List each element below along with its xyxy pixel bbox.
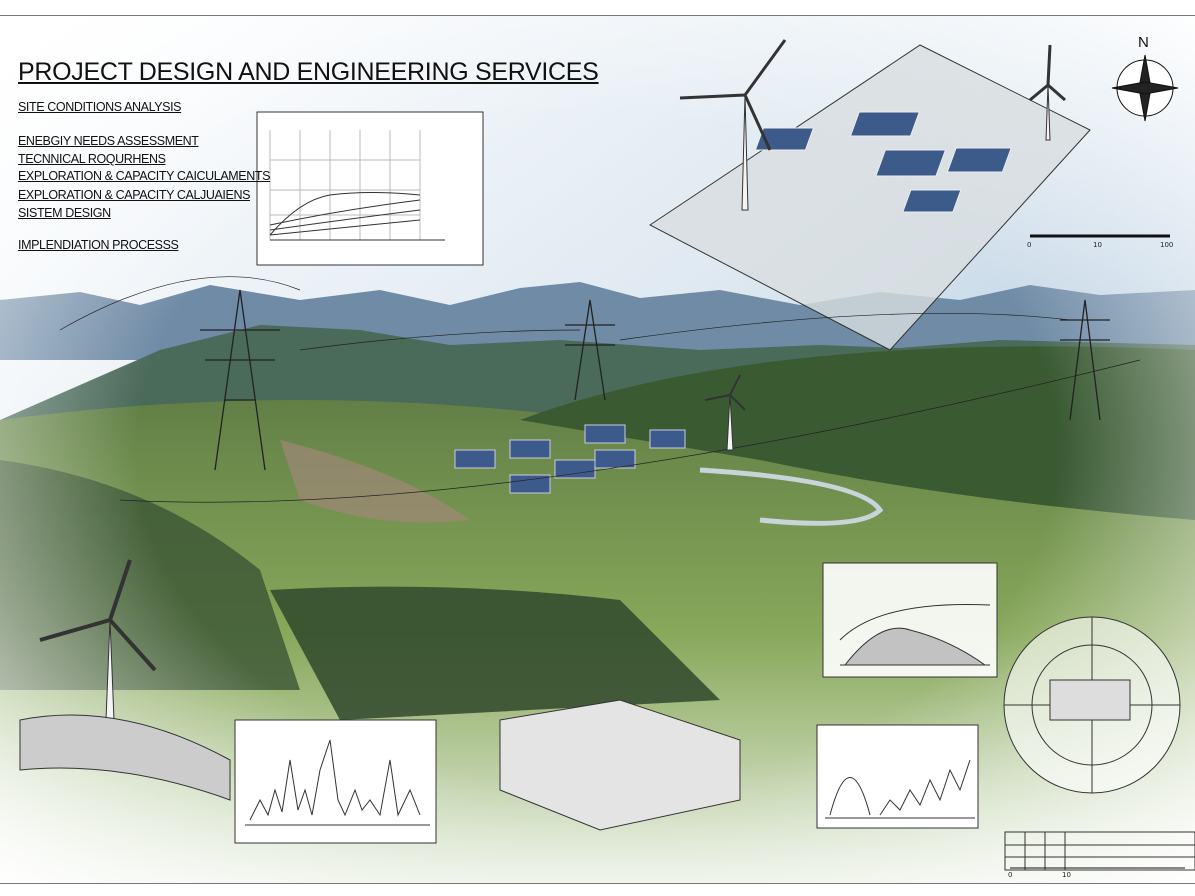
data-table [1004, 831, 1195, 871]
menu-item-technical: TECNNICAL ROQURHENS [18, 152, 166, 166]
menu-item-energy-needs: ENEBGIY NEEDS ASSESSMENT [18, 134, 199, 148]
menu-item-exploration-2: EXPLORATION & CAPACITY CALJUAIENS [18, 188, 251, 202]
menu-item-exploration-1: EXPLORATION & CAPACITY CAICULAMENTS [18, 169, 271, 183]
compass-rose [1111, 54, 1179, 122]
top-border [0, 15, 1195, 16]
scale-top-100: 100 [1160, 241, 1174, 249]
compass-north-label: N [1138, 34, 1149, 51]
page-title: PROJECT DESIGN AND ENGINEERING SERVICES [18, 58, 599, 86]
circular-diagram [1003, 616, 1181, 794]
ground-section [19, 714, 231, 801]
scale-top-0: 0 [1027, 241, 1032, 249]
chart-bottom-left [234, 719, 437, 844]
wind-turbines [39, 39, 1066, 746]
menu-item-system-design: SISTEM DESIGN [18, 206, 111, 220]
power-pylons [59, 276, 1141, 503]
site-plan-plate [649, 44, 1091, 351]
bottom-border [0, 883, 1195, 884]
menu-item-site-conditions: SITE CONDITIONS ANALYSIS [18, 100, 182, 114]
scale-bottom-10: 10 [1062, 871, 1071, 879]
scale-top-10: 10 [1093, 241, 1102, 249]
menu-item-implementation: IMPLENDIATION PROCESSS [18, 238, 179, 252]
solar-panels-plan [754, 111, 1012, 213]
foundation-block [499, 699, 741, 831]
chart-top [256, 111, 484, 266]
scale-bottom-0: 0 [1008, 871, 1013, 879]
chart-right [822, 562, 998, 678]
solar-field [454, 424, 686, 494]
chart-bottom-right [816, 724, 979, 829]
